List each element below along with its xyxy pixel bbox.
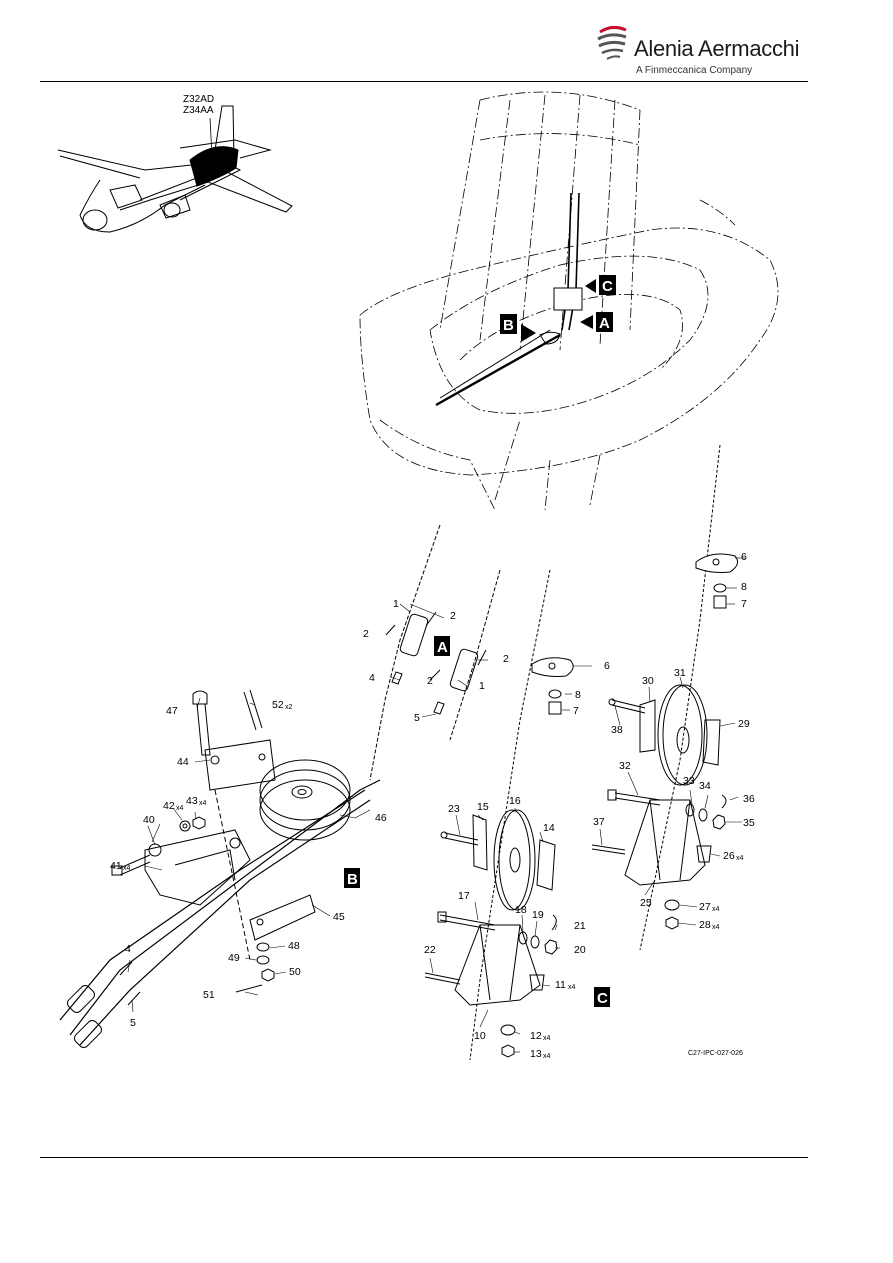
callout-number: 5 xyxy=(414,712,420,724)
callout-number: 45 xyxy=(333,911,345,923)
callout-number: 32 xyxy=(619,760,631,772)
callout-number: 51 xyxy=(203,989,215,1001)
callout-number: 26 xyxy=(723,850,735,862)
callout-number: 17 xyxy=(458,890,470,902)
callout-number: 52 xyxy=(272,699,284,711)
callout-number: 7 xyxy=(741,598,747,610)
callout-number: 42 xyxy=(163,800,175,812)
brand-name: Alenia Aermacchi xyxy=(634,36,800,61)
overview-pulley-b xyxy=(539,331,561,345)
header-rule xyxy=(40,81,808,82)
callout-number: 4 xyxy=(369,672,375,684)
callout-number: 34 xyxy=(699,780,711,792)
callout-number: 38 xyxy=(611,724,623,736)
callout-number: 2 xyxy=(427,675,433,687)
callout-number: 28 xyxy=(699,919,711,931)
callout-number: 1 xyxy=(479,680,485,692)
callout-number: 10 xyxy=(474,1030,486,1042)
drawing-number: C27-IPC-027-026 xyxy=(688,1050,743,1057)
detail-view-label: A xyxy=(437,639,448,656)
detail-b-assembly xyxy=(59,524,501,1048)
callout-quantity: x2 xyxy=(285,704,293,711)
callout-quantity: x4 xyxy=(712,906,720,913)
brand-tagline: A Finmeccanica Company xyxy=(636,65,753,76)
detail-view-label: B xyxy=(503,317,514,334)
callout-number: 33 xyxy=(683,775,695,787)
callout-number: 18 xyxy=(515,904,527,916)
callout-number: 19 xyxy=(532,909,544,921)
swoosh-logo-icon xyxy=(597,25,627,60)
callout-number: 27 xyxy=(699,901,711,913)
callout-number: 47 xyxy=(166,705,178,717)
callout-number: 13 xyxy=(530,1048,542,1060)
callout-quantity: x4 xyxy=(543,1053,551,1060)
zone-code: Z32AD xyxy=(183,94,214,105)
callout-number: 14 xyxy=(543,822,555,834)
callout-number: 48 xyxy=(288,940,300,952)
callout-number: 15 xyxy=(477,801,489,813)
detail-c-upper-assembly xyxy=(591,444,739,951)
callout-number: 16 xyxy=(509,795,521,807)
detail-labels: C A B A B C xyxy=(344,278,613,1007)
callout-number: 37 xyxy=(593,816,605,828)
callout-number: 8 xyxy=(741,581,747,593)
overview-bracket-c xyxy=(553,287,583,311)
callout-number: 30 xyxy=(642,675,654,687)
callout-number: 31 xyxy=(674,667,686,679)
callout-number: 49 xyxy=(228,952,240,964)
callout-quantity: x4 xyxy=(568,984,576,991)
callout-number: 36 xyxy=(743,793,755,805)
callout-number: 11 xyxy=(555,979,566,991)
detail-view-label: C xyxy=(602,278,613,295)
callout-number: 2 xyxy=(450,610,456,622)
detail-view-label: A xyxy=(599,315,610,332)
callout-quantity: x4 xyxy=(736,855,744,862)
callout-number: 5 xyxy=(130,1017,136,1029)
callout-number: 25 xyxy=(640,897,652,909)
zone-code: Z34AA xyxy=(183,105,214,116)
callout-quantity: x4 xyxy=(176,805,184,812)
callout-number: 23 xyxy=(448,803,460,815)
callout-number: 2 xyxy=(363,628,369,640)
callout-number: 2 xyxy=(503,653,509,665)
detail-markers xyxy=(500,275,616,342)
callout-number: 35 xyxy=(743,817,755,829)
callout-number: 8 xyxy=(575,689,581,701)
aircraft-locator xyxy=(57,105,293,233)
callout-number: 1 xyxy=(393,598,399,610)
detail-view-label: C xyxy=(597,990,608,1007)
leader-lines xyxy=(127,557,745,1053)
callout-number: 50 xyxy=(289,966,301,978)
callout-quantity: x4 xyxy=(199,800,207,807)
callout-number: 7 xyxy=(573,705,579,717)
callout-number: 21 xyxy=(574,920,586,932)
brand-logo: Alenia Aermacchi A Finmeccanica Company xyxy=(596,24,800,84)
callout-number: 41 xyxy=(110,860,122,872)
callout-number: 12 xyxy=(530,1030,542,1042)
detail-view-label: B xyxy=(347,871,358,888)
callout-number: 29 xyxy=(738,718,750,730)
callout-number: 46 xyxy=(375,812,387,824)
callout-number: 40 xyxy=(143,814,155,826)
footer-rule xyxy=(40,1157,808,1158)
callout-number: 4 xyxy=(125,943,131,955)
fuselage-outline xyxy=(359,91,779,511)
callout-number: 43 xyxy=(186,795,198,807)
callout-number: 6 xyxy=(604,660,610,672)
callout-number: 22 xyxy=(424,944,436,956)
callout-quantity: x4 xyxy=(712,924,720,931)
callout-quantity: x4 xyxy=(123,865,131,872)
callout-quantity: x4 xyxy=(543,1035,551,1042)
callout-number: 20 xyxy=(574,944,586,956)
callout-number: 44 xyxy=(177,756,189,768)
callout-number: 6 xyxy=(741,551,747,563)
